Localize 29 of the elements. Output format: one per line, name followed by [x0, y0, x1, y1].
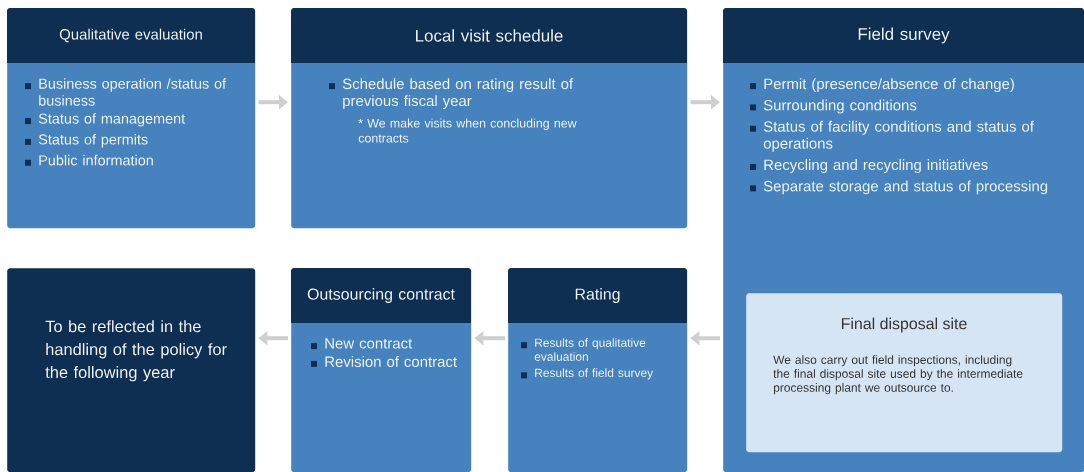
bullet-item: Permit (presence/absence of change)	[750, 78, 1014, 93]
bullet-item: Results of field survey	[521, 368, 654, 380]
bullet-item: Recycling and recycling initiatives	[750, 159, 988, 174]
bullet-item: Surrounding conditions	[750, 99, 917, 114]
card-heading: Local visit schedule	[416, 29, 563, 42]
card-heading: Field survey	[858, 27, 950, 44]
bullet-item: Results of qualitative evaluation	[521, 338, 646, 361]
info-panel	[746, 293, 1063, 453]
card-heading: Qualitative evaluation	[59, 28, 202, 43]
process-card	[291, 8, 688, 229]
bullet-item: Separate storage and status of processing	[750, 180, 1048, 195]
result-card	[7, 268, 256, 472]
result-text: To be reflected in the handling of the policy for the following year	[45, 320, 227, 382]
bullet-item: New contract	[311, 338, 413, 350]
card-heading: Rating	[575, 288, 620, 303]
bullet-item: Public information	[25, 154, 153, 166]
note-text: * We make visits when concluding new contracts	[358, 118, 577, 143]
panel-text: We also carry out field inspections, including the final disposal site used by the intermediate processing plant we outsource to.	[773, 355, 1023, 395]
card-heading: Outsourcing contract	[307, 288, 455, 303]
bullet-item: Status of management	[25, 113, 186, 127]
process-card	[7, 8, 256, 229]
bullet-item: Schedule based on rating result of previous fiscal year	[329, 78, 574, 110]
process-card	[508, 268, 688, 472]
bullet-item: Business operation /status of business	[25, 78, 227, 106]
bullet-item: Status of facility conditions and status of operations	[750, 120, 1034, 152]
bullet-item: Revision of contract	[311, 356, 457, 367]
panel-heading: Final disposal site	[841, 317, 967, 333]
bullet-item: Status of permits	[25, 134, 148, 148]
process-card	[291, 268, 472, 472]
